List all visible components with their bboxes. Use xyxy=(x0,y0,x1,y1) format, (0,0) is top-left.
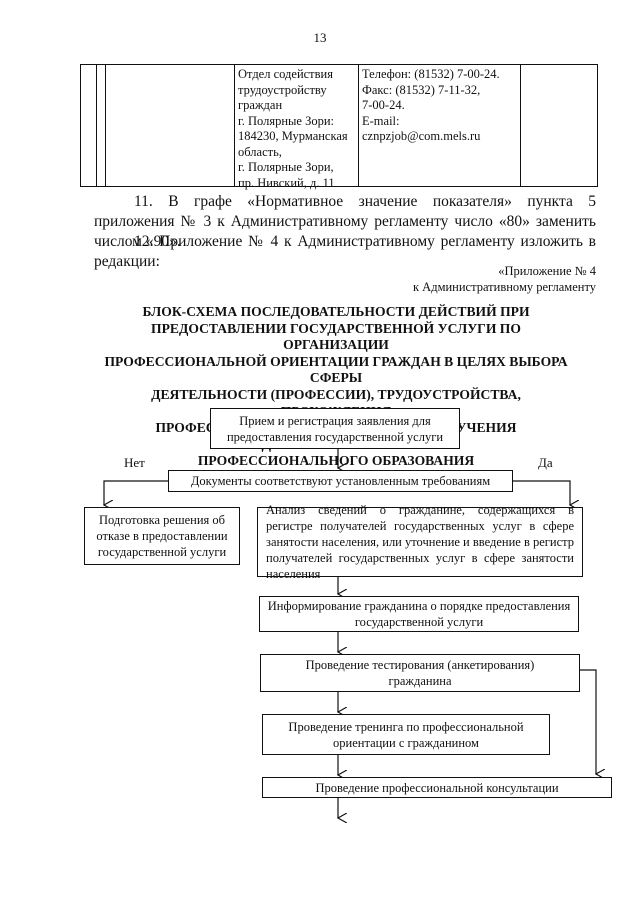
step-receive-text: Прием и регистрация заявления для предос… xyxy=(226,413,444,444)
step-refusal-box: Подготовка решения об отказе в предостав… xyxy=(84,507,240,565)
arrow-testing-bypass xyxy=(580,669,596,774)
title-line: ПРЕДОСТАВЛЕНИИ ГОСУДАРСТВЕННОЙ УСЛУГИ ПО… xyxy=(151,320,521,353)
step-check-text: Документы соответствуют установленным тр… xyxy=(190,474,491,488)
paragraph-11: 11. В графе «Нормативное значение показа… xyxy=(94,193,596,250)
title-line: БЛОК-СХЕМА ПОСЛЕДОВАТЕЛЬНОСТИ ДЕЙСТВИЙ П… xyxy=(142,304,530,319)
step-inform-box: Информирование гражданина о порядке пред… xyxy=(259,596,579,632)
appendix-note-line: «Приложение № 4 xyxy=(498,264,596,278)
step-inform-text: Информирование гражданина о порядке пред… xyxy=(267,599,571,629)
table-divider xyxy=(520,65,521,186)
table-cell-organization: Отдел содействия трудоустройству граждан… xyxy=(238,67,348,190)
page-number: 13 xyxy=(313,30,327,45)
step-testing-box: Проведение тестирования (анкетирования) … xyxy=(260,654,580,692)
step-check-box: Документы соответствуют установленным тр… xyxy=(168,470,513,492)
step-refusal-text: Подготовка решения об отказе в предостав… xyxy=(96,513,228,559)
paragraph-12: 12. Приложение № 4 к Административному р… xyxy=(94,233,596,270)
table-divider xyxy=(358,65,359,186)
appendix-note-line: к Административному регламенту xyxy=(412,280,596,294)
table-divider xyxy=(105,65,106,186)
table-divider xyxy=(96,65,97,186)
contacts-table: Отдел содействия трудоустройству граждан… xyxy=(80,64,598,190)
step-training-box: Проведение тренинга по профессиональной … xyxy=(262,714,550,755)
table-cell-contacts: Телефон: (81532) 7-00-24. Факс: (81532) … xyxy=(362,67,500,143)
label-no: Нет xyxy=(124,455,145,470)
step-receive-box: Прием и регистрация заявления для предос… xyxy=(210,408,460,449)
step-analysis-text: Анализ сведений о гражданине, содержащих… xyxy=(266,503,574,581)
appendix-note: «Приложение № 4 к Административному регл… xyxy=(413,263,596,295)
step-analysis-box: Анализ сведений о гражданине, содержащих… xyxy=(257,503,583,581)
title-line: ПРОФЕССИОНАЛЬНОЙ ОРИЕНТАЦИИ ГРАЖДАН В ЦЕ… xyxy=(104,353,568,386)
step-training-text: Проведение тренинга по профессиональной … xyxy=(288,719,524,750)
step-testing-text: Проведение тестирования (анкетирования) … xyxy=(305,658,535,688)
table-divider xyxy=(234,65,235,186)
title-line: ПРОФЕССИОНАЛЬНОГО ОБРАЗОВАНИЯ xyxy=(197,453,475,469)
step-consult-box: Проведение профессиональной консультации xyxy=(262,777,612,798)
label-yes: Да xyxy=(538,455,553,470)
arrow-no-to-refusal xyxy=(104,480,168,505)
step-consult-text: Проведение профессиональной консультации xyxy=(315,780,559,795)
arrow-yes-to-analysis xyxy=(513,480,570,505)
